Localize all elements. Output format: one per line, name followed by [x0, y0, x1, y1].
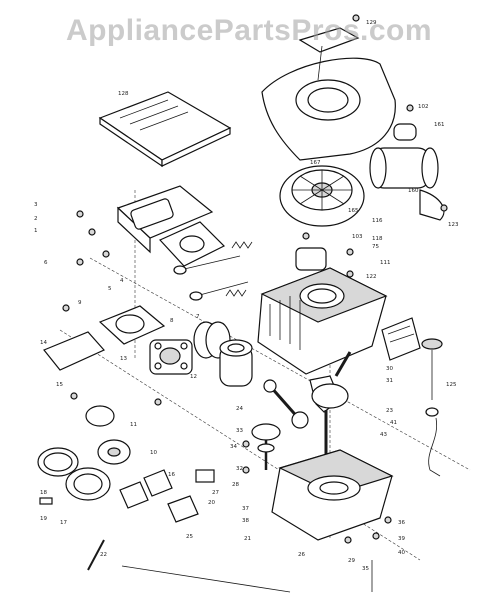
callout-label: 167: [310, 160, 321, 166]
owners-manual-part: [98, 91, 232, 168]
callout-label: 6: [44, 260, 48, 266]
air-filter-part: [37, 447, 111, 505]
callout-label: 123: [448, 222, 459, 228]
callout-label: 17: [60, 520, 67, 526]
callout-label: 118: [372, 236, 383, 242]
part-number-callouts: 129 128 102 161 167 160 123 165 116 103 …: [34, 20, 459, 572]
callout-label: 18: [40, 490, 47, 496]
callout-label: 2: [34, 216, 38, 222]
assembly-guide-line: [89, 257, 471, 471]
callout-label: 125: [446, 382, 457, 388]
callout-label: 32: [236, 466, 243, 472]
callout-label: 10: [150, 450, 157, 456]
callout-label: 160: [408, 188, 419, 194]
callout-label: 128: [118, 91, 129, 97]
callout-label: 161: [434, 122, 445, 128]
gasket-set-part: [119, 469, 215, 523]
callout-label: 9: [78, 300, 82, 306]
callout-label: 102: [418, 104, 429, 110]
callout-label: 24: [236, 406, 243, 412]
connecting-rod-part: [263, 379, 309, 429]
governor-plate-part: [381, 317, 421, 361]
carburetor-part: [98, 305, 193, 375]
crankshaft-part: [309, 351, 352, 470]
callout-label: 30: [386, 366, 393, 372]
callout-label: 111: [380, 260, 391, 266]
callout-label: 38: [242, 518, 249, 524]
callout-label: 26: [298, 552, 305, 558]
cylinder-head-part: [116, 185, 226, 267]
callout-label: 129: [366, 20, 377, 26]
blower-housing-part: [261, 27, 396, 161]
callout-label: 12: [190, 374, 197, 380]
callout-label: 19: [40, 516, 47, 522]
callout-label: 34: [230, 444, 237, 450]
valve-assembly-part: [173, 241, 253, 301]
callout-label: 5: [108, 286, 112, 292]
callout-label: 40: [398, 550, 405, 556]
callout-label: 28: [232, 482, 239, 488]
dipstick-tube-part: [421, 338, 443, 477]
engine-block-part: [257, 247, 388, 375]
callout-label: 43: [380, 432, 387, 438]
callout-label: 75: [372, 244, 379, 250]
callout-label: 8: [170, 318, 174, 324]
callout-label: 7: [196, 314, 200, 320]
callout-label: 35: [362, 566, 369, 572]
callout-label: 33: [236, 428, 243, 434]
piston-part: [193, 321, 253, 387]
callout-label: 41: [390, 420, 397, 426]
oil-pan-part: [271, 449, 394, 541]
callout-label: 13: [120, 356, 127, 362]
callout-label: 23: [386, 408, 393, 414]
callout-label: 15: [56, 382, 63, 388]
callout-label: 122: [366, 274, 377, 280]
callout-label: 4: [120, 278, 124, 284]
callout-label: 116: [372, 218, 383, 224]
callout-label: 11: [130, 422, 137, 428]
callout-label: 22: [100, 552, 107, 558]
callout-label: 27: [212, 490, 219, 496]
callout-label: 3: [34, 202, 38, 208]
flywheel-part: [279, 165, 365, 227]
fasteners-part: [62, 14, 448, 593]
callout-label: 1: [34, 228, 38, 234]
callout-label: 16: [168, 472, 175, 478]
fuel-tank-part: [43, 331, 131, 465]
callout-label: 20: [208, 500, 215, 506]
callout-label: 14: [40, 340, 47, 346]
callout-label: 29: [348, 558, 355, 564]
camshaft-part: [251, 423, 281, 470]
callout-label: 103: [352, 234, 363, 240]
callout-label: 39: [398, 536, 405, 542]
callout-label: 36: [398, 520, 405, 526]
callout-label: 21: [244, 536, 251, 542]
muffler-part: [369, 123, 445, 221]
callout-label: 31: [386, 378, 393, 384]
callout-label: 37: [242, 506, 249, 512]
callout-label: 25: [186, 534, 193, 540]
callout-label: 165: [348, 208, 359, 214]
